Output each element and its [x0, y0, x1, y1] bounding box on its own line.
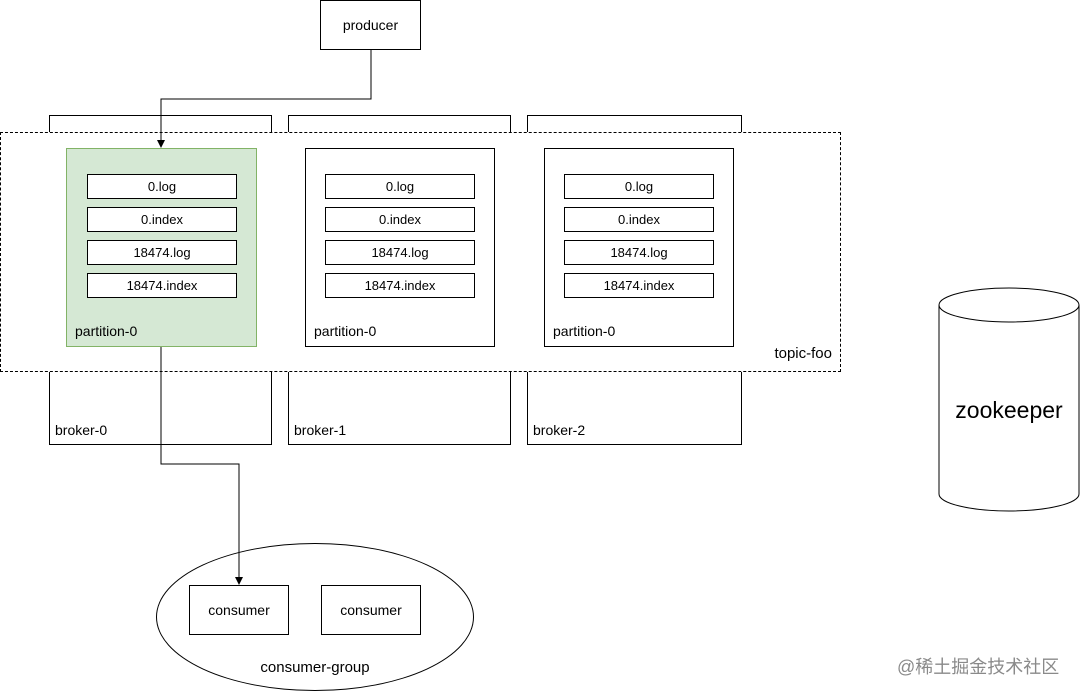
zookeeper-label: zookeeper [955, 396, 1063, 423]
segment-file: 18474.log [564, 240, 714, 265]
consumer-group-label: consumer-group [260, 659, 370, 676]
partition-label: partition-0 [314, 323, 377, 339]
segment-file: 0.log [564, 174, 714, 199]
partition-box-2[interactable]: 0.log 0.index 18474.log 18474.index part… [544, 148, 734, 347]
partition-label: partition-0 [553, 323, 616, 339]
consumer-box[interactable]: consumer [189, 585, 289, 635]
partition-label: partition-0 [75, 323, 138, 339]
segment-file: 18474.log [87, 240, 237, 265]
segment-file: 18474.index [87, 273, 237, 298]
segment-file: 18474.index [564, 273, 714, 298]
broker-label: broker-0 [55, 422, 108, 438]
segment-file: 0.index [564, 207, 714, 232]
segment-file: 0.index [87, 207, 237, 232]
segment-file: 0.log [325, 174, 475, 199]
consumer-box[interactable]: consumer [321, 585, 421, 635]
broker-label: broker-1 [294, 422, 347, 438]
partition-box-0[interactable]: 0.log 0.index 18474.log 18474.index part… [66, 148, 257, 347]
segment-file: 18474.index [325, 273, 475, 298]
watermark: @稀土掘金技术社区 [897, 657, 1060, 677]
producer-box[interactable]: producer [320, 0, 421, 50]
segment-file: 0.log [87, 174, 237, 199]
topic-label: topic-foo [774, 345, 832, 362]
segment-file: 18474.log [325, 240, 475, 265]
partition-box-1[interactable]: 0.log 0.index 18474.log 18474.index part… [305, 148, 495, 347]
segment-file: 0.index [325, 207, 475, 232]
broker-label: broker-2 [533, 422, 586, 438]
